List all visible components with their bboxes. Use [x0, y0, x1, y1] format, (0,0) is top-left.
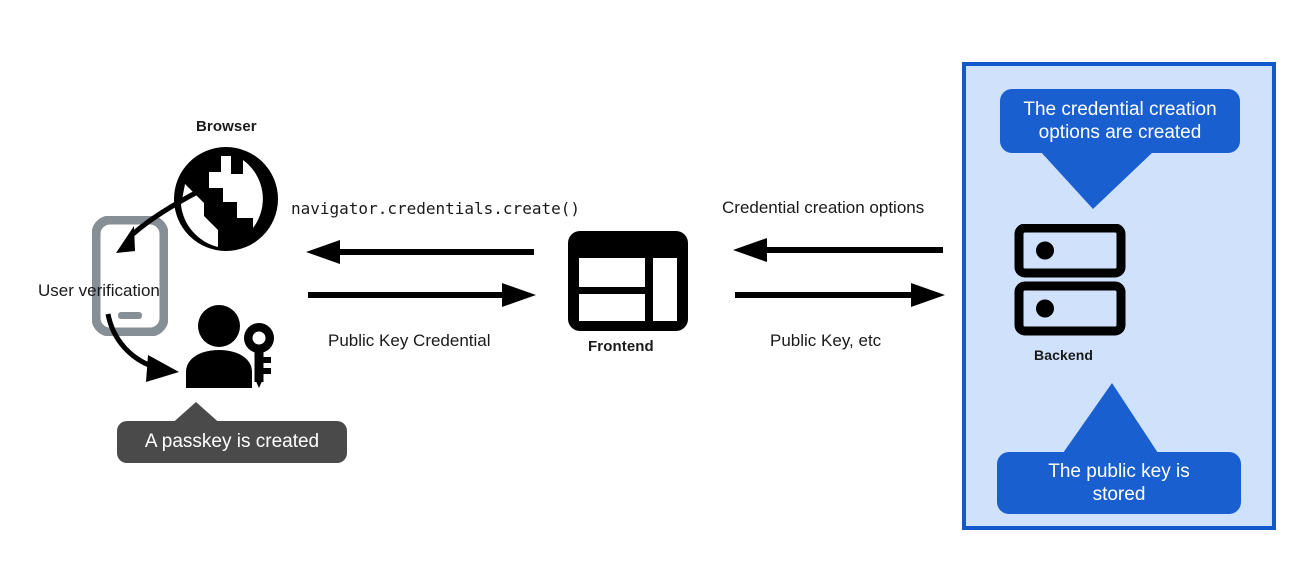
frontend-label: Frontend	[588, 338, 654, 355]
credential-options-line1: The credential creation	[1023, 98, 1217, 120]
credential-options-callout: The credential creation options are crea…	[1000, 89, 1240, 153]
public-key-stored-callout: The public key is stored	[997, 452, 1241, 514]
public-key-stored-line2: stored	[1092, 484, 1146, 505]
public-key-stored-callout-tail	[1063, 383, 1158, 453]
arrow-frontend-to-browser	[306, 240, 534, 264]
user-verification-label: User verification	[38, 281, 160, 300]
public-key-etc-label: Public Key, etc	[770, 331, 882, 350]
person-with-key-icon	[186, 305, 274, 388]
navigator-create-label: navigator.credentials.create()	[291, 199, 580, 218]
globe-icon	[174, 147, 278, 251]
credential-creation-options-label: Credential creation options	[722, 198, 925, 217]
arrow-browser-to-frontend	[308, 283, 536, 307]
arrow-backend-to-frontend	[733, 238, 943, 262]
mobile-phone-icon	[92, 216, 168, 336]
passkey-created-callout: A passkey is created	[117, 421, 347, 463]
passkey-created-text: A passkey is created	[144, 431, 320, 452]
arrow-phone-to-user	[105, 313, 179, 382]
arrow-browser-to-phone	[116, 186, 205, 253]
passkey-callout-tail	[168, 402, 224, 427]
public-key-credential-label: Public Key Credential	[328, 331, 491, 350]
public-key-stored-line1: The public key is	[1048, 460, 1190, 482]
server-rack-icon	[1014, 224, 1126, 336]
browser-label: Browser	[196, 118, 257, 135]
credential-options-callout-tail	[1040, 151, 1154, 209]
arrow-frontend-to-backend	[735, 283, 945, 307]
credential-options-line2: options are created	[1038, 122, 1202, 143]
backend-label: Backend	[1034, 347, 1094, 363]
browser-window-icon	[568, 231, 688, 331]
